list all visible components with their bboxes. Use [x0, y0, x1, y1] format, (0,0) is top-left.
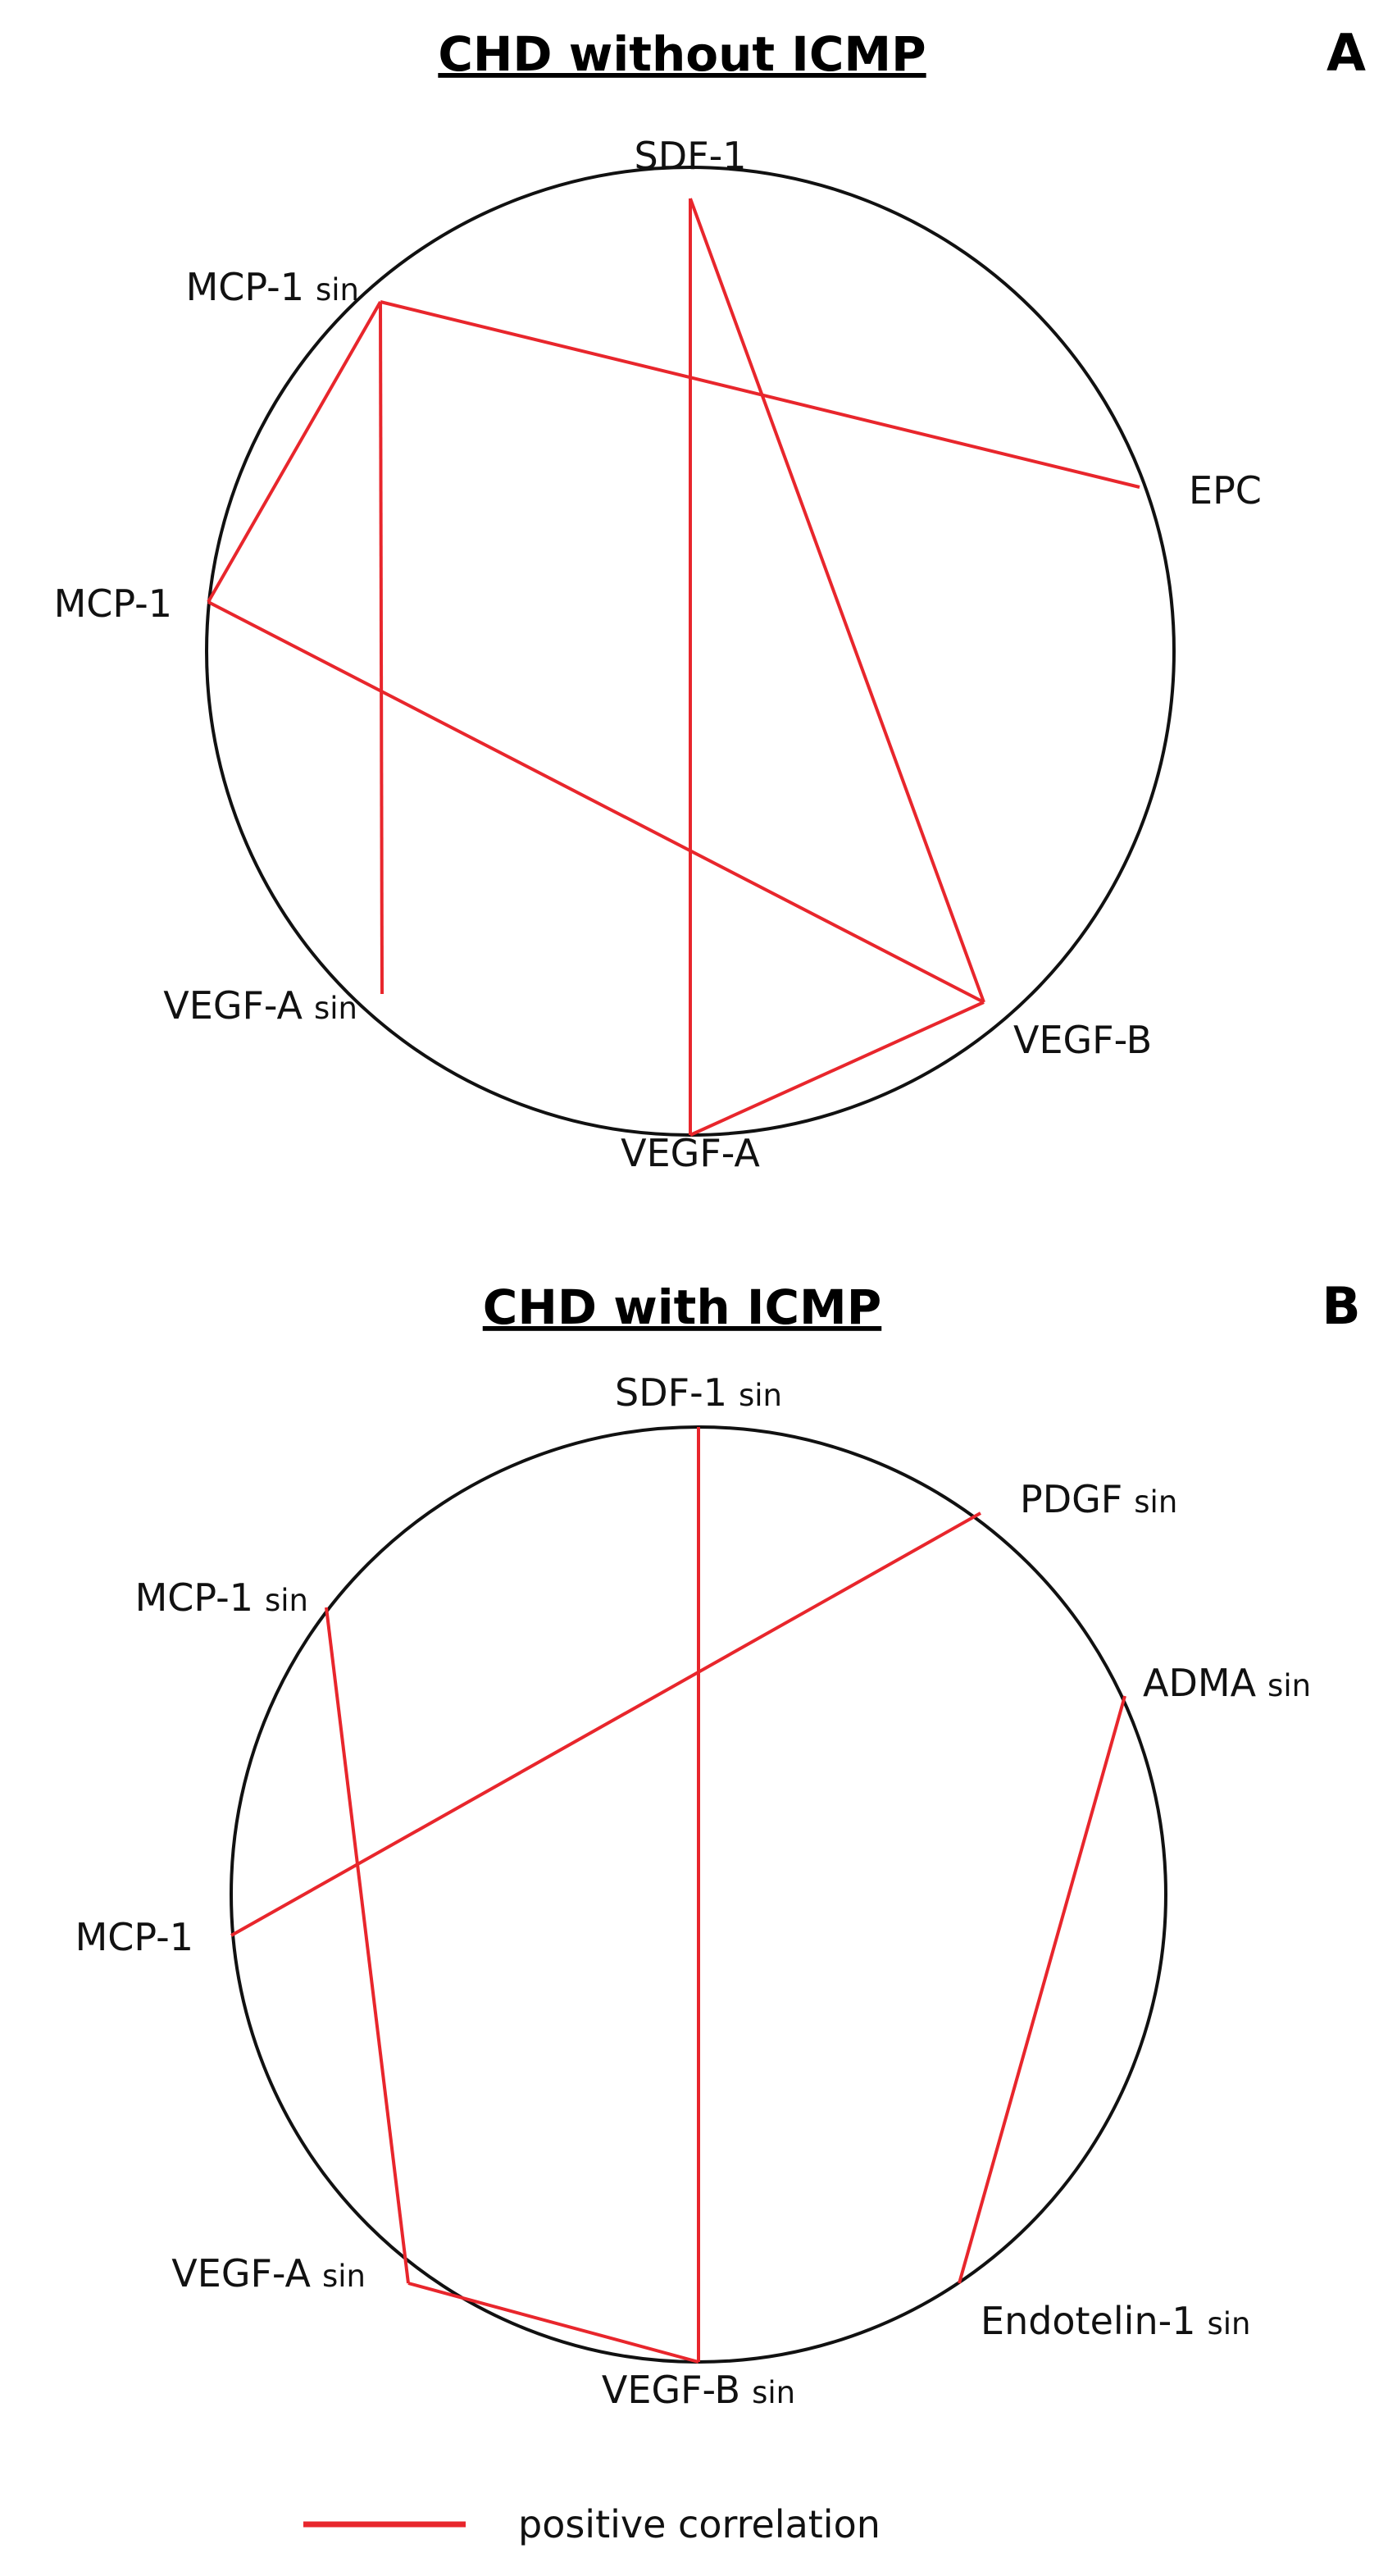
node-label-text: EPC	[1189, 468, 1262, 513]
node-label-pdgfsin: PDGF sin	[1020, 1477, 1177, 1521]
edge-vegfa-vegfb	[689, 1001, 985, 1137]
edge-mcp1sin-mcp1	[207, 301, 382, 603]
node-label-text: VEGF-A	[621, 1131, 760, 1175]
edge-pdgfsin-mcp1	[230, 1511, 981, 1937]
node-label-endotelin1sin: Endotelin-1 sin	[981, 2299, 1251, 2343]
edge-group	[207, 198, 1140, 1137]
legend-label: positive correlation	[518, 2502, 881, 2546]
node-label-text: MCP-1	[75, 1915, 193, 1959]
node-label-vegfasin: VEGF-A sin	[163, 983, 357, 1028]
node-label-suffix: sin	[316, 272, 359, 308]
node-label-vegfbsin: VEGF-B sin	[602, 2368, 795, 2412]
edge-sdf1-vegfb	[689, 198, 985, 1003]
panel-letter: B	[1322, 1276, 1360, 1336]
node-label-text: ADMA	[1143, 1661, 1257, 1705]
edge-mcp1-vegfb	[207, 600, 985, 1004]
node-label-suffix: sin	[1267, 1668, 1311, 1703]
node-label-mcp1: MCP-1	[75, 1915, 193, 1959]
edge-mcp1sin-epc	[380, 300, 1140, 489]
node-label-text: SDF-1	[615, 1370, 727, 1415]
node-label-vegfb: VEGF-B	[1013, 1018, 1152, 1062]
edge-group	[230, 1427, 1126, 2364]
edge-mcp1sin-vegfasin	[325, 1607, 410, 2284]
node-label-text: VEGF-A	[171, 2251, 311, 2296]
node-label-mcp1: MCP-1	[54, 581, 172, 626]
node-label-admasin: ADMA sin	[1143, 1661, 1311, 1705]
node-label-text: VEGF-B	[602, 2368, 740, 2412]
node-label-vegfasin: VEGF-A sin	[171, 2251, 366, 2296]
node-label-text: Endotelin-1	[981, 2299, 1195, 2343]
node-label-suffix: sin	[265, 1583, 308, 1618]
panel-title: CHD with ICMP	[483, 1279, 882, 1335]
node-label-text: SDF-1	[635, 134, 747, 178]
node-label-text: VEGF-A	[163, 983, 303, 1028]
edge-mcp1sin-vegfasin	[379, 301, 384, 995]
node-label-epc: EPC	[1189, 468, 1262, 513]
edge-admasin-endotelin1sin	[958, 1695, 1126, 2284]
node-label-suffix: sin	[322, 2259, 366, 2294]
edge-vegfasin-vegfbsin	[407, 2282, 699, 2364]
panel-letter: A	[1326, 23, 1366, 83]
panel-title: CHD without ICMP	[438, 26, 926, 82]
node-label-text: MCP-1	[186, 265, 304, 309]
node-label-mcp1sin: MCP-1 sin	[186, 265, 359, 309]
node-label-vegfa: VEGF-A	[621, 1131, 760, 1175]
node-label-suffix: sin	[1207, 2306, 1250, 2341]
node-label-text: MCP-1	[54, 581, 172, 626]
node-label-text: MCP-1	[135, 1575, 253, 1620]
node-label-suffix: sin	[752, 2375, 795, 2410]
legend: positive correlation	[303, 2502, 881, 2546]
node-label-sdf1: SDF-1	[635, 134, 747, 178]
node-label-sdf1sin: SDF-1 sin	[615, 1370, 782, 1415]
node-label-suffix: sin	[314, 991, 357, 1026]
node-label-mcp1sin: MCP-1 sin	[135, 1575, 308, 1620]
node-label-text: PDGF	[1020, 1477, 1122, 1521]
node-label-suffix: sin	[739, 1378, 782, 1413]
node-label-text: VEGF-B	[1013, 1018, 1152, 1062]
node-label-suffix: sin	[1134, 1484, 1177, 1520]
